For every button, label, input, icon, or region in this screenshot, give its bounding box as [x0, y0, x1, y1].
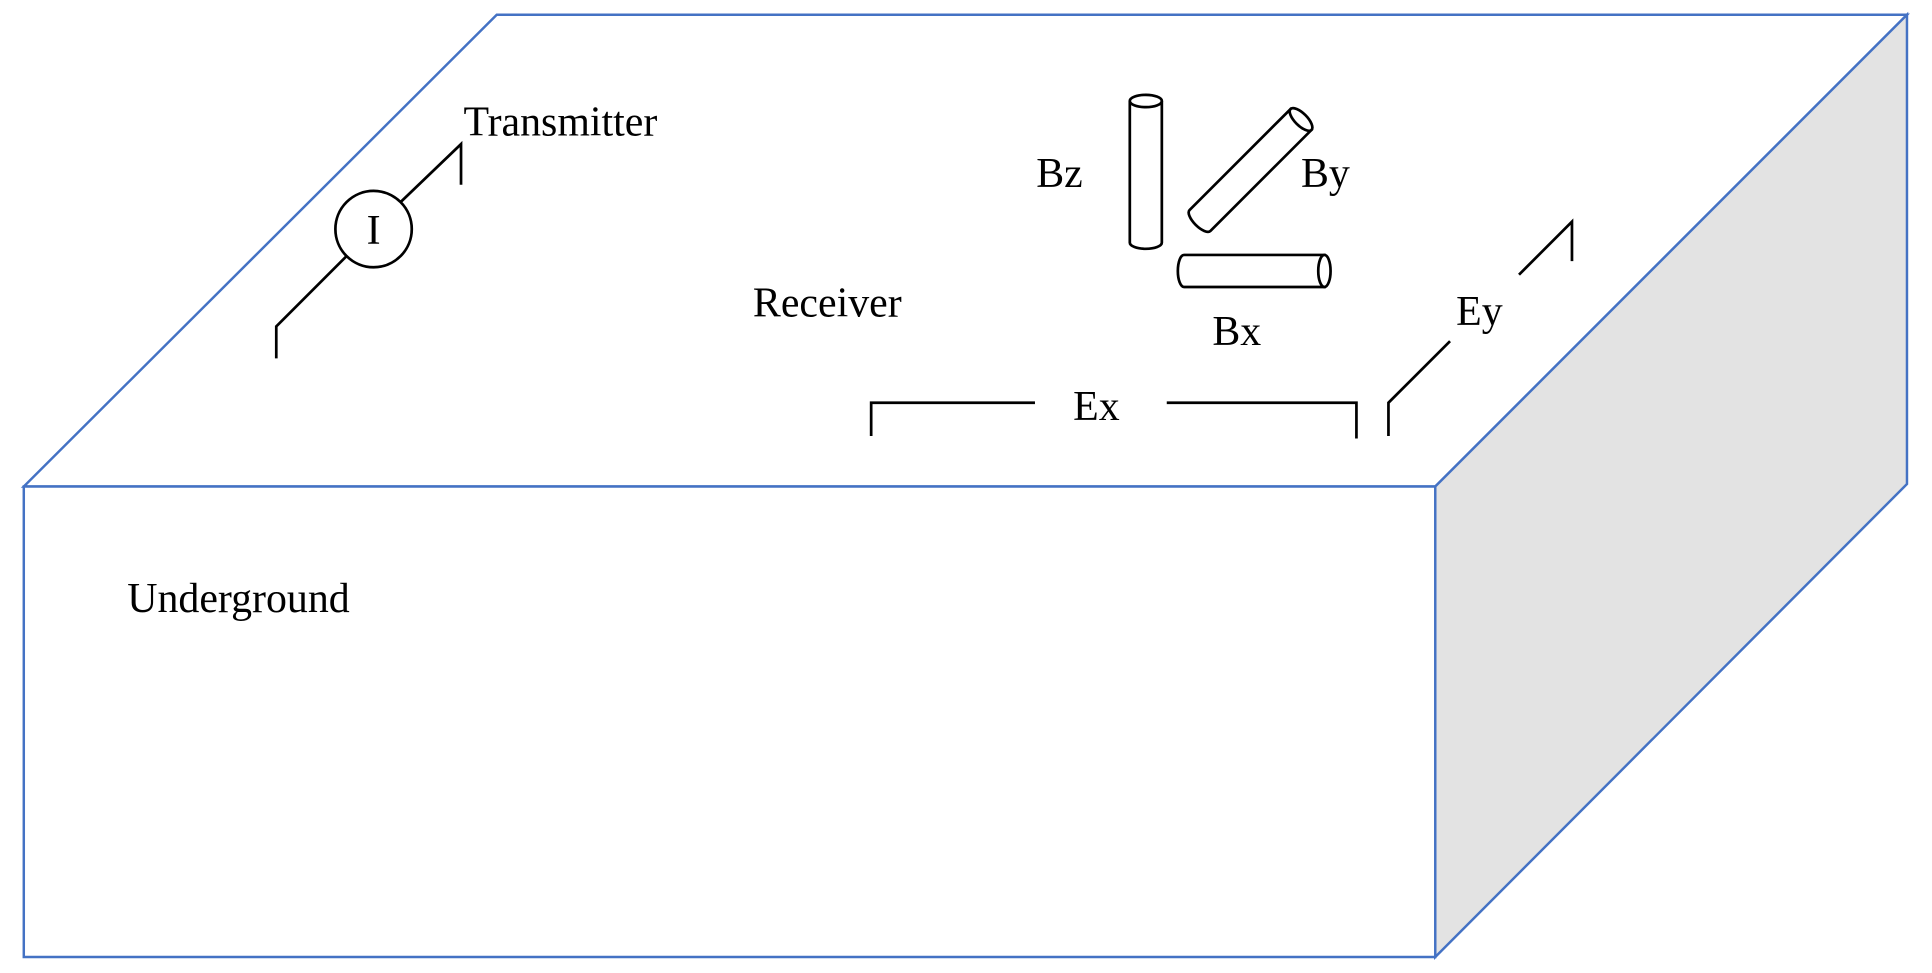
ex-label: Ex	[1073, 384, 1120, 430]
transmitter-wire-right	[399, 140, 463, 203]
bz-coil-icon	[1128, 93, 1164, 251]
bz-label: Bz	[1036, 151, 1083, 197]
underground-label: Underground	[127, 576, 350, 622]
earth-block	[20, 11, 1910, 960]
transmitter-label: Transmitter	[463, 99, 657, 145]
ey-wire-lower	[1387, 340, 1451, 437]
block-front-face	[22, 485, 1437, 959]
bx-coil-icon	[1176, 253, 1332, 289]
current-source-icon	[334, 189, 414, 269]
current-symbol: I	[367, 208, 381, 254]
ey-wire-upper	[1518, 218, 1574, 276]
ey-label: Ey	[1456, 289, 1503, 335]
bx-label: Bx	[1212, 309, 1261, 355]
ex-wire-left	[869, 401, 1035, 437]
by-coil-icon	[1187, 106, 1314, 234]
receiver-label: Receiver	[753, 281, 902, 327]
transmitter-wire-left	[274, 255, 348, 359]
ex-wire-right	[1166, 401, 1358, 439]
receiver: Receiver Bz By Bx Ex Ey	[753, 93, 1574, 439]
by-label: By	[1301, 151, 1350, 197]
transmitter: I Transmitter	[274, 99, 657, 359]
